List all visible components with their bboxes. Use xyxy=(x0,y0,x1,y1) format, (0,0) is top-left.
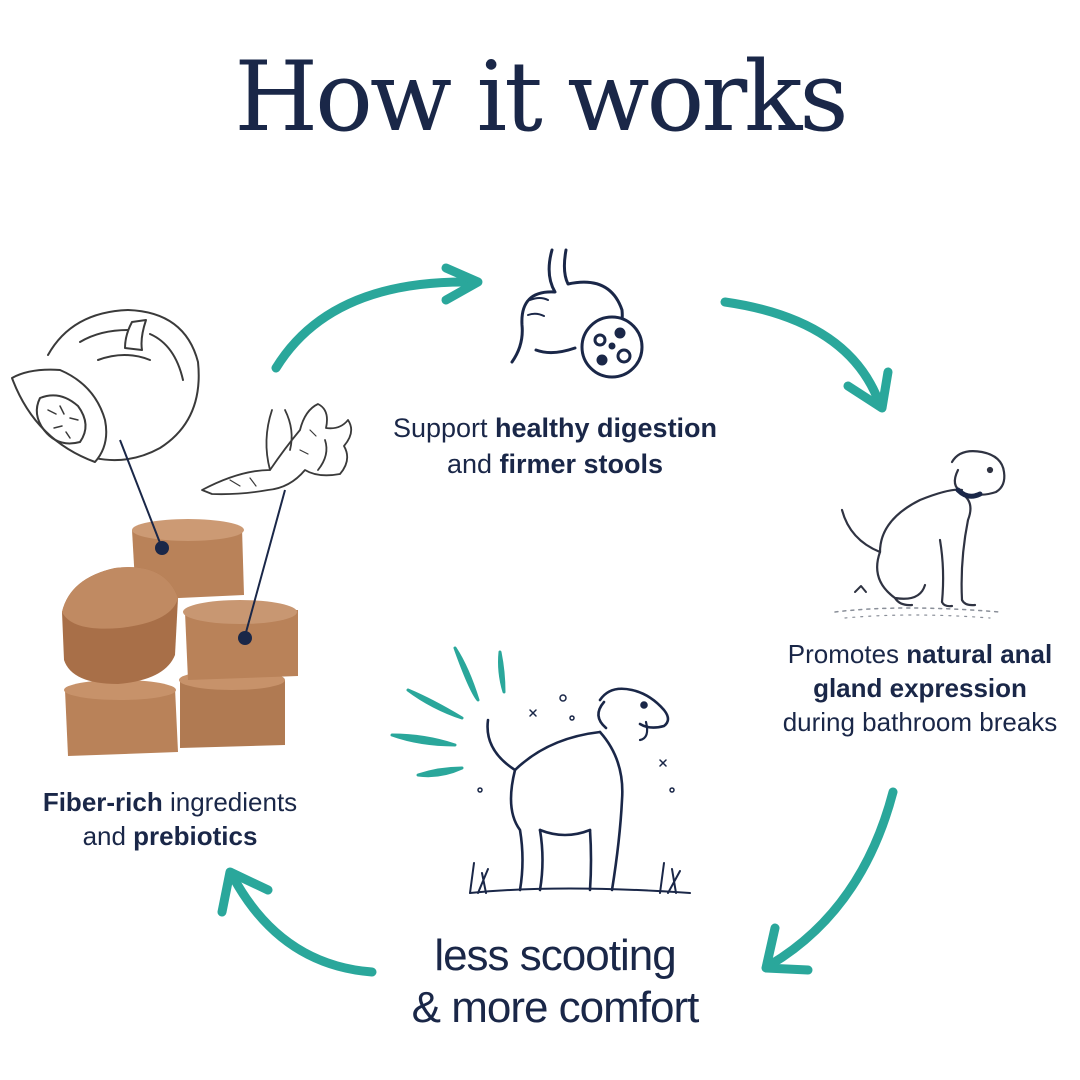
cycle-arrows xyxy=(217,263,898,977)
excitement-marks-icon xyxy=(390,646,506,778)
caption-text: Support xyxy=(392,413,496,443)
arrow-bottom-left-icon xyxy=(217,867,377,977)
caption-line: Fiber-rich ingredients xyxy=(10,785,330,819)
caption-line: less scooting xyxy=(434,931,676,980)
caption-line: Support healthy digestion xyxy=(355,410,755,446)
caption-text: during bathroom breaks xyxy=(782,707,1058,737)
caption-text: Promotes xyxy=(787,639,907,669)
arrow-right-icon xyxy=(720,297,893,413)
page-title: How it works xyxy=(234,41,848,153)
stomach-icon xyxy=(510,248,644,379)
step-digestion-caption: Support healthy digestion and firmer sto… xyxy=(355,410,755,482)
caption-text: and xyxy=(446,449,500,479)
happy-dog-icon xyxy=(390,646,691,894)
caption-bold-text: natural anal xyxy=(906,639,1053,669)
step-fiber-caption: Fiber-rich ingredients and prebiotics xyxy=(10,785,330,853)
treats-icon xyxy=(62,519,298,756)
caption-text: ingredients xyxy=(162,787,298,817)
pumpkin-icon xyxy=(11,309,200,463)
treat-icon xyxy=(64,680,178,756)
caption-line: Promotes natural anal xyxy=(750,637,1080,671)
treat-icon xyxy=(62,567,178,684)
step-gland-caption: Promotes natural anal gland expression d… xyxy=(750,637,1080,739)
caption-text: and xyxy=(82,821,134,851)
ginger-marker-icon xyxy=(238,631,252,645)
pumpkin-marker-icon xyxy=(155,541,169,555)
caption-line: and firmer stools xyxy=(355,446,755,482)
caption-bold-text: Fiber-rich xyxy=(42,787,163,817)
treat-icon xyxy=(183,600,298,680)
dog-squatting-icon xyxy=(834,450,1006,619)
treat-icon xyxy=(179,670,285,748)
caption-line: & more comfort xyxy=(411,983,700,1032)
ginger-icon xyxy=(201,403,353,496)
arrow-bottom-right-icon xyxy=(761,787,898,975)
caption-bold-text: firmer stools xyxy=(499,449,664,479)
caption-bold-text: gland expression xyxy=(813,673,1027,703)
caption-bold-text: healthy digestion xyxy=(495,413,718,443)
leader-lines xyxy=(119,439,286,637)
caption-bold-text: prebiotics xyxy=(133,821,258,851)
step-comfort-caption: less scooting & more comfort xyxy=(330,930,780,1034)
caption-line: and prebiotics xyxy=(10,819,330,853)
arrow-top-icon xyxy=(271,263,483,373)
